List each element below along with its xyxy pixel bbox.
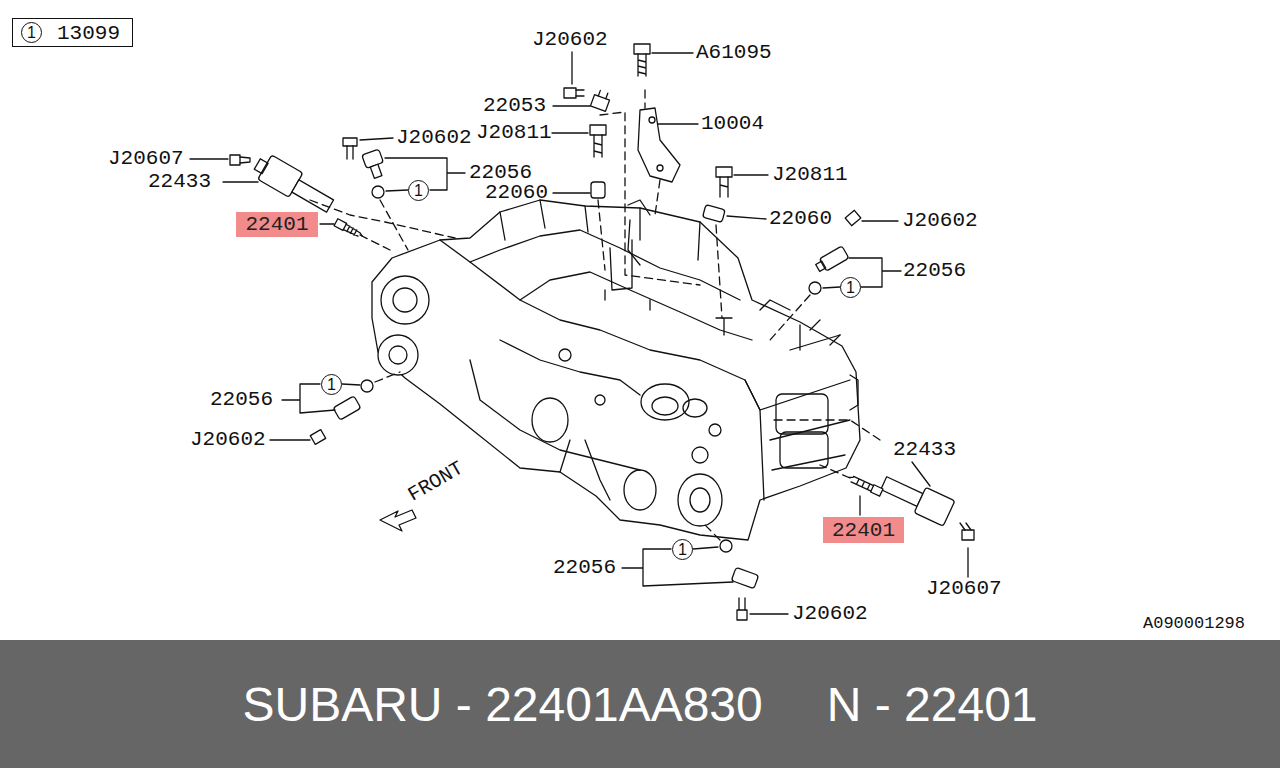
direction-label: FRONT <box>405 457 468 506</box>
part-number: 22401 <box>245 213 308 236</box>
callout-circle: 1 <box>408 180 429 201</box>
part-label: J20607 <box>108 148 184 170</box>
part-label: J20602 <box>792 603 868 625</box>
part-label: J20602 <box>532 29 608 51</box>
callout-circle: 1 <box>321 374 342 395</box>
part-label: J20602 <box>902 210 978 232</box>
part-label: 22056 <box>553 557 616 579</box>
part-number-caption: SUBARU - 22401AA830 <box>242 677 762 732</box>
part-label: 22433 <box>893 439 956 461</box>
reference-box: 13099 1 <box>12 18 133 47</box>
callout-number: 1 <box>678 541 687 559</box>
part-label: J20811 <box>772 164 848 186</box>
callout-number: 1 <box>327 376 336 394</box>
part-label: J20602 <box>190 429 266 451</box>
callout-number: 1 <box>27 24 36 42</box>
part-label: A61095 <box>696 42 772 64</box>
callout-number: 1 <box>846 279 855 297</box>
part-label: 22060 <box>485 182 548 204</box>
drawing-number: A090001298 <box>1143 613 1245 635</box>
part-label: J20811 <box>476 122 552 144</box>
part-label: 22053 <box>483 95 546 117</box>
callout-circle: 1 <box>840 277 861 298</box>
highlighted-part-number: 22401 <box>823 517 904 543</box>
part-label: J20602 <box>396 127 472 149</box>
part-label: 22060 <box>769 208 832 230</box>
part-label: J20607 <box>926 578 1002 600</box>
footer-band: SUBARU - 22401AA830 N - 22401 <box>0 640 1280 768</box>
callout-circle: 1 <box>21 22 42 43</box>
part-label: 22433 <box>148 171 211 193</box>
part-number: 22401 <box>832 519 895 542</box>
callout-circle: 1 <box>672 539 693 560</box>
part-number: 13099 <box>57 22 120 45</box>
callout-number: 1 <box>414 182 423 200</box>
part-label: 10004 <box>701 113 764 135</box>
part-number-caption: N - 22401 <box>827 677 1038 732</box>
part-label: 22056 <box>903 260 966 282</box>
part-label: 22056 <box>469 162 532 184</box>
part-label: 22056 <box>210 389 273 411</box>
highlighted-part-number: 22401 <box>236 212 318 237</box>
